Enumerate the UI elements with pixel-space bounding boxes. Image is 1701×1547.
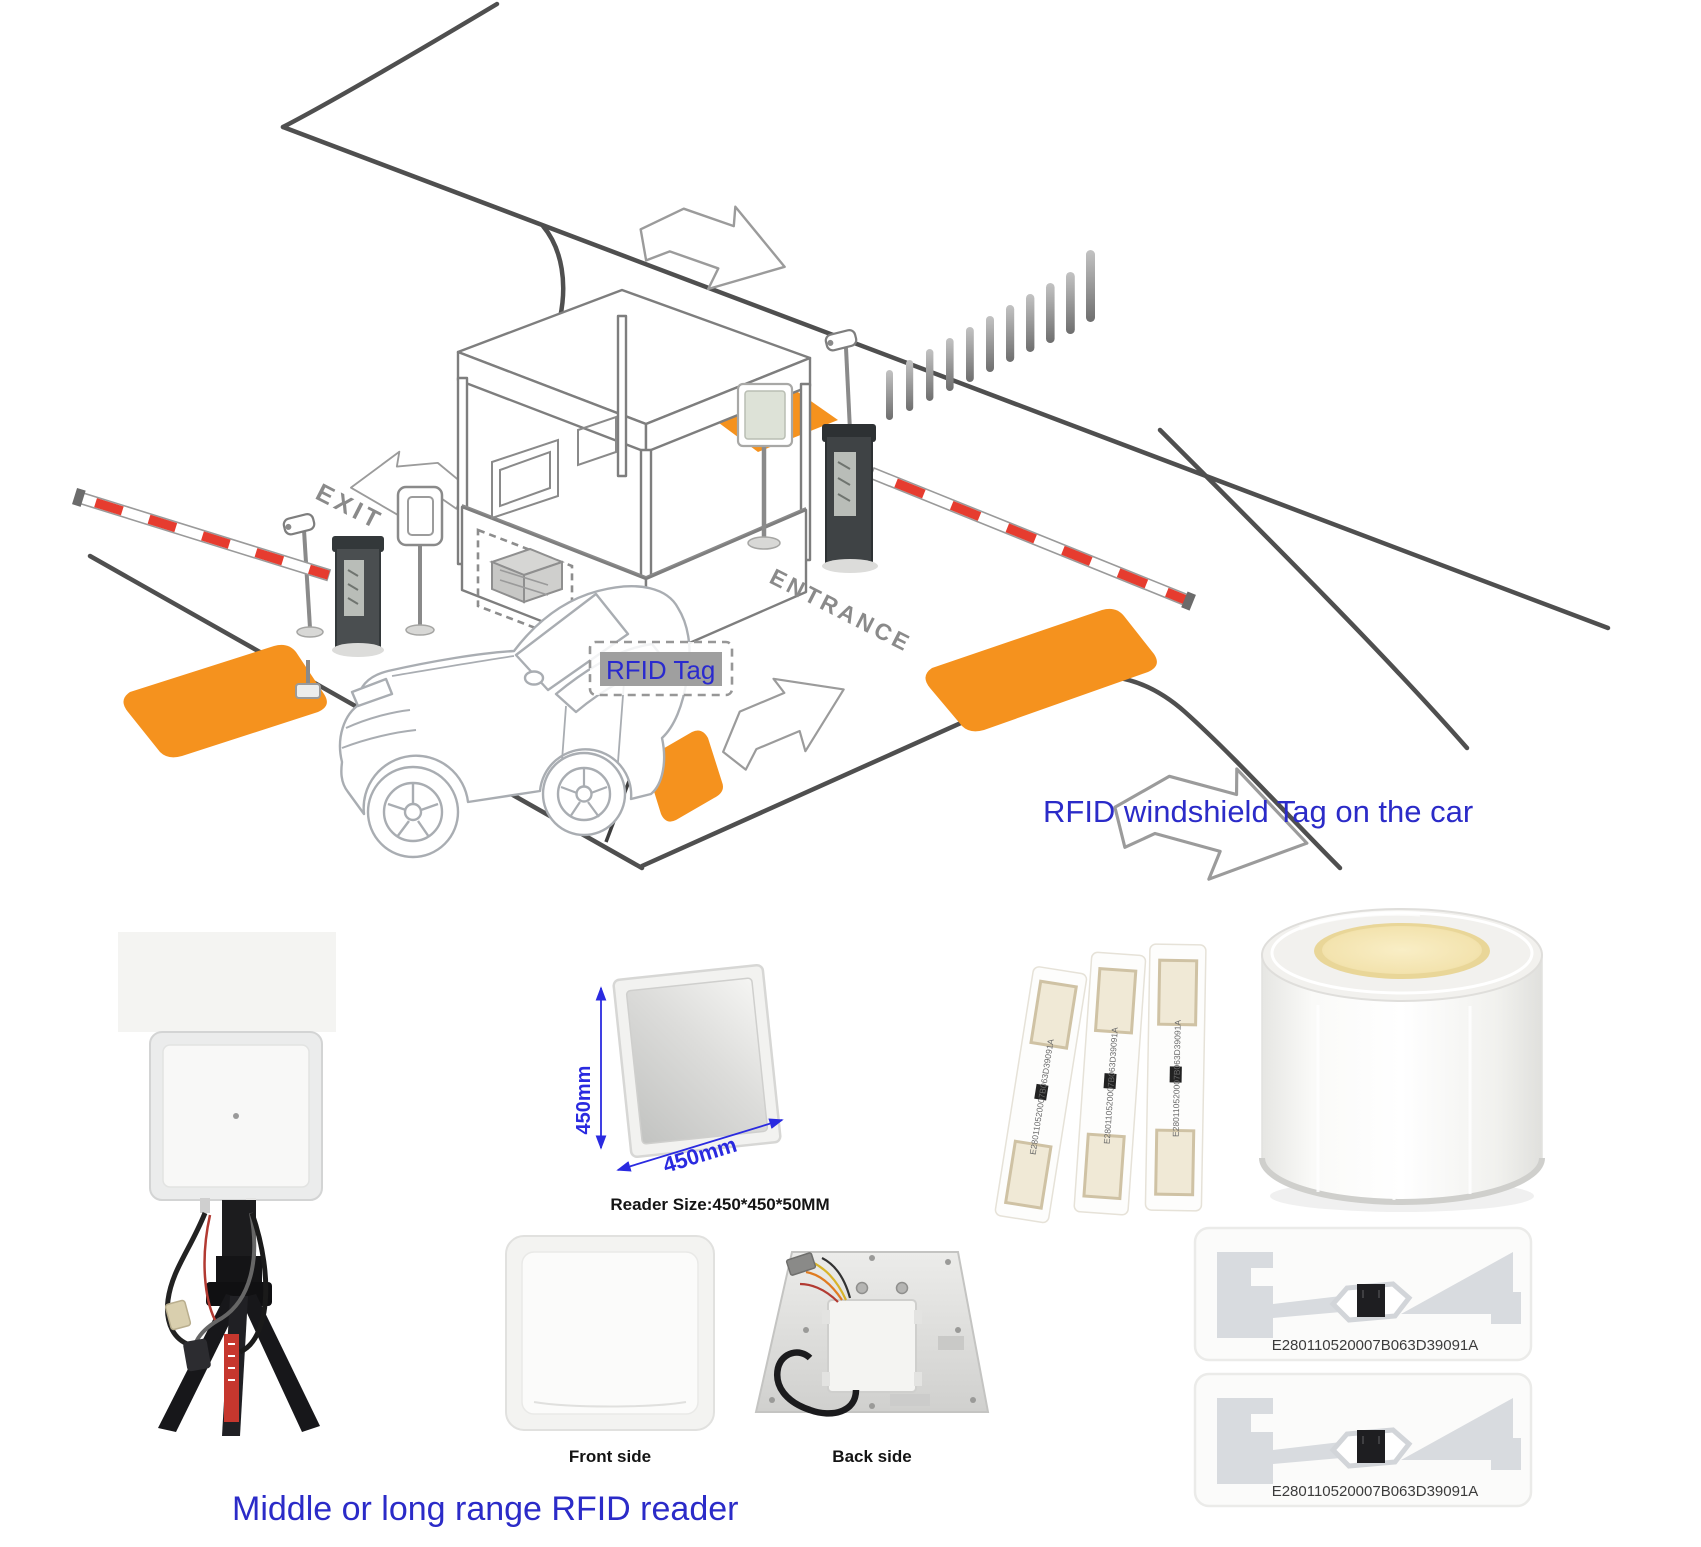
rfid-tag-callout: RFID Tag [588, 640, 734, 697]
booth-monitor [491, 415, 617, 520]
exit-post [295, 660, 321, 699]
exit-camera-pole [282, 513, 324, 638]
rfid-tag-label: RFID Tag [606, 655, 715, 685]
tag-code-2: E280110520007B063D39091A [1272, 1483, 1479, 1500]
windshield-caption: RFID windshield Tag on the car [1043, 794, 1473, 829]
tag-roll-photo: E280110520007B063D39091A E280110520007B0… [994, 908, 1545, 1224]
rfid-inlay-tag-2: E280110520007B063D39091A [1193, 1372, 1533, 1508]
back-side-photo [754, 1251, 990, 1417]
crosswalk-dashes [886, 250, 1095, 420]
entrance-reader-panel [736, 382, 794, 550]
reader-dimensions-figure: 450mm 450mm Reader Size:450*450*50MM [573, 963, 830, 1214]
front-side-label: Front side [569, 1447, 651, 1466]
flow-arrow-top [629, 184, 798, 307]
tripod-red-sticker [224, 1334, 239, 1422]
entrance-label: ENTRANCE [766, 563, 917, 657]
strip-code: E280110520007B063D39091A [1171, 1020, 1183, 1138]
car-rear-wheel [541, 751, 627, 837]
back-side-cable [774, 1349, 860, 1417]
tripod-reader-panel [149, 1031, 323, 1201]
car-front-wheel [366, 765, 460, 859]
exit-barrier [72, 487, 384, 699]
ground-loop-exit [123, 644, 327, 758]
tripod-reader-photo [118, 932, 336, 1436]
tag-chip [1357, 1284, 1385, 1317]
exit-barrier-machine [332, 536, 384, 657]
tag-code-1: E280110520007B063D39091A [1272, 1337, 1479, 1354]
dim-line-width [616, 1118, 784, 1172]
entrance-barrier [736, 329, 1196, 611]
rfid-controller-dashed-box [476, 528, 574, 644]
tag-roll-cylinder [1259, 908, 1545, 1212]
car-headlight [350, 677, 394, 708]
tag-label-strips: E280110520007B063D39091A E280110520007B0… [994, 943, 1207, 1224]
reader-caption: Middle or long range RFID reader [232, 1490, 738, 1528]
entrance-barrier-machine [822, 424, 878, 573]
back-side-module [827, 1299, 917, 1393]
back-side-label: Back side [832, 1447, 911, 1466]
tag-chip [1357, 1430, 1385, 1463]
dim-height-label: 450mm [573, 1066, 595, 1135]
ground-loop-entrance [925, 608, 1157, 732]
ticket-sign-pole [396, 485, 444, 636]
tripod-cables [164, 1212, 269, 1372]
rfid-inlay-tag-1: E280110520007B063D39091A [1193, 1226, 1533, 1362]
car-outline [338, 585, 691, 859]
exit-barrier-arm [72, 487, 332, 582]
entrance-barrier-arm [868, 466, 1196, 611]
reader-size-caption: Reader Size:450*450*50MM [610, 1195, 829, 1214]
front-side-photo [505, 1235, 715, 1431]
parking-diagram: EXIT ENTRANCE [72, 1, 1611, 897]
reader-dim-panel [612, 963, 782, 1159]
